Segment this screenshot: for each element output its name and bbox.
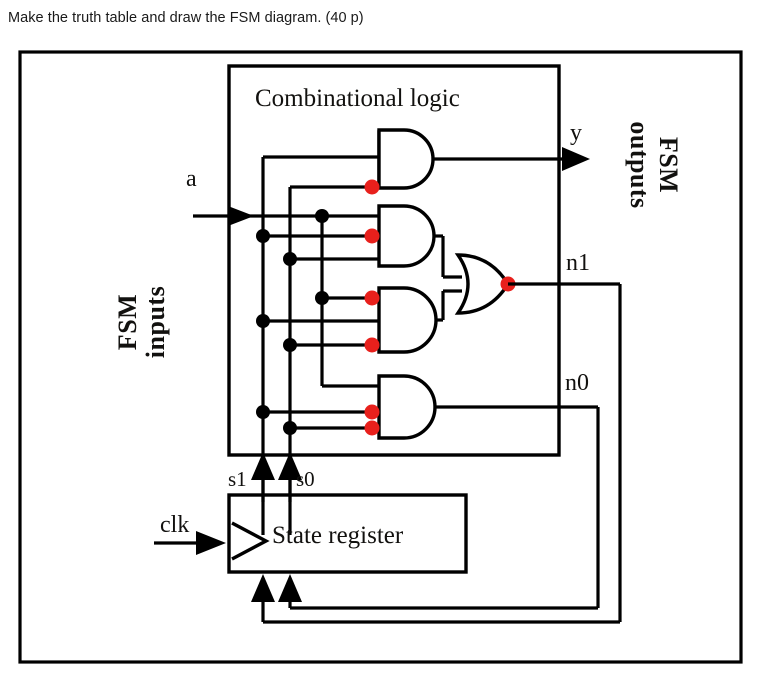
combinational-logic-title: Combinational logic — [255, 85, 460, 112]
fsm-outputs-label: FSM outputs — [625, 121, 683, 208]
junction-dot-s1-2 — [256, 314, 270, 328]
arrowhead-y-output — [562, 147, 590, 171]
signal-label-n0: n0 — [565, 370, 589, 396]
arrowhead-n0-into-register — [278, 574, 302, 602]
arrowhead-s0 — [278, 452, 302, 480]
fsm-diagram-svg: Combinational logic FSM inputs FSM outpu… — [18, 50, 743, 664]
inversion-bubble-gate-n0-in2 — [364, 404, 380, 420]
and-gate-y-body — [377, 128, 435, 190]
arrowhead-n1-into-register — [251, 574, 275, 602]
arrowhead-a-input — [228, 206, 254, 226]
signal-label-s0: s0 — [296, 467, 315, 491]
signal-label-clk: clk — [160, 512, 189, 538]
signal-label-y: y — [570, 120, 582, 146]
question-prompt: Make the truth table and draw the FSM di… — [8, 10, 364, 26]
clock-triangle-icon — [231, 521, 270, 561]
inversion-bubble-gate-n0-in3 — [364, 420, 380, 436]
and-gate-n0 — [377, 374, 437, 440]
state-register-label: State register — [272, 522, 404, 549]
junction-dot-s1-1 — [256, 229, 270, 243]
junction-dot-s0-3 — [283, 421, 297, 435]
junction-dot-a-1 — [315, 209, 329, 223]
or-gate-n1 — [454, 253, 511, 315]
junction-dot-a-2 — [315, 291, 329, 305]
signal-label-a: a — [186, 166, 197, 192]
inversion-bubble-gate-n1-lower-in3 — [364, 337, 380, 353]
combinational-logic-box — [227, 64, 561, 457]
junction-dot-s0-1 — [283, 252, 297, 266]
state-register-box — [227, 493, 468, 574]
arrowhead-clk — [196, 531, 226, 555]
fsm-outputs-label-line2: outputs — [625, 121, 654, 208]
signal-label-n1: n1 — [566, 250, 590, 276]
fsm-inputs-label-line1: FSM — [113, 294, 142, 350]
signal-label-s1: s1 — [228, 467, 247, 491]
fsm-inputs-label: FSM inputs — [113, 286, 170, 358]
and-gate-n1-lower — [377, 286, 438, 354]
inversion-bubble-gate-y — [364, 179, 380, 195]
junction-dot-s1-3 — [256, 405, 270, 419]
inversion-bubble-gate-n1-upper — [364, 228, 380, 244]
inversion-bubble-gate-n1-lower-in1 — [364, 290, 380, 306]
fsm-inputs-label-line2: inputs — [141, 286, 170, 358]
junction-dot-s0-2 — [283, 338, 297, 352]
fsm-outputs-label-line1: FSM — [654, 137, 683, 193]
fsm-block-diagram: Combinational logic FSM inputs FSM outpu… — [0, 40, 760, 680]
arrowhead-s1 — [251, 452, 275, 480]
and-gate-n1-upper — [377, 204, 436, 268]
